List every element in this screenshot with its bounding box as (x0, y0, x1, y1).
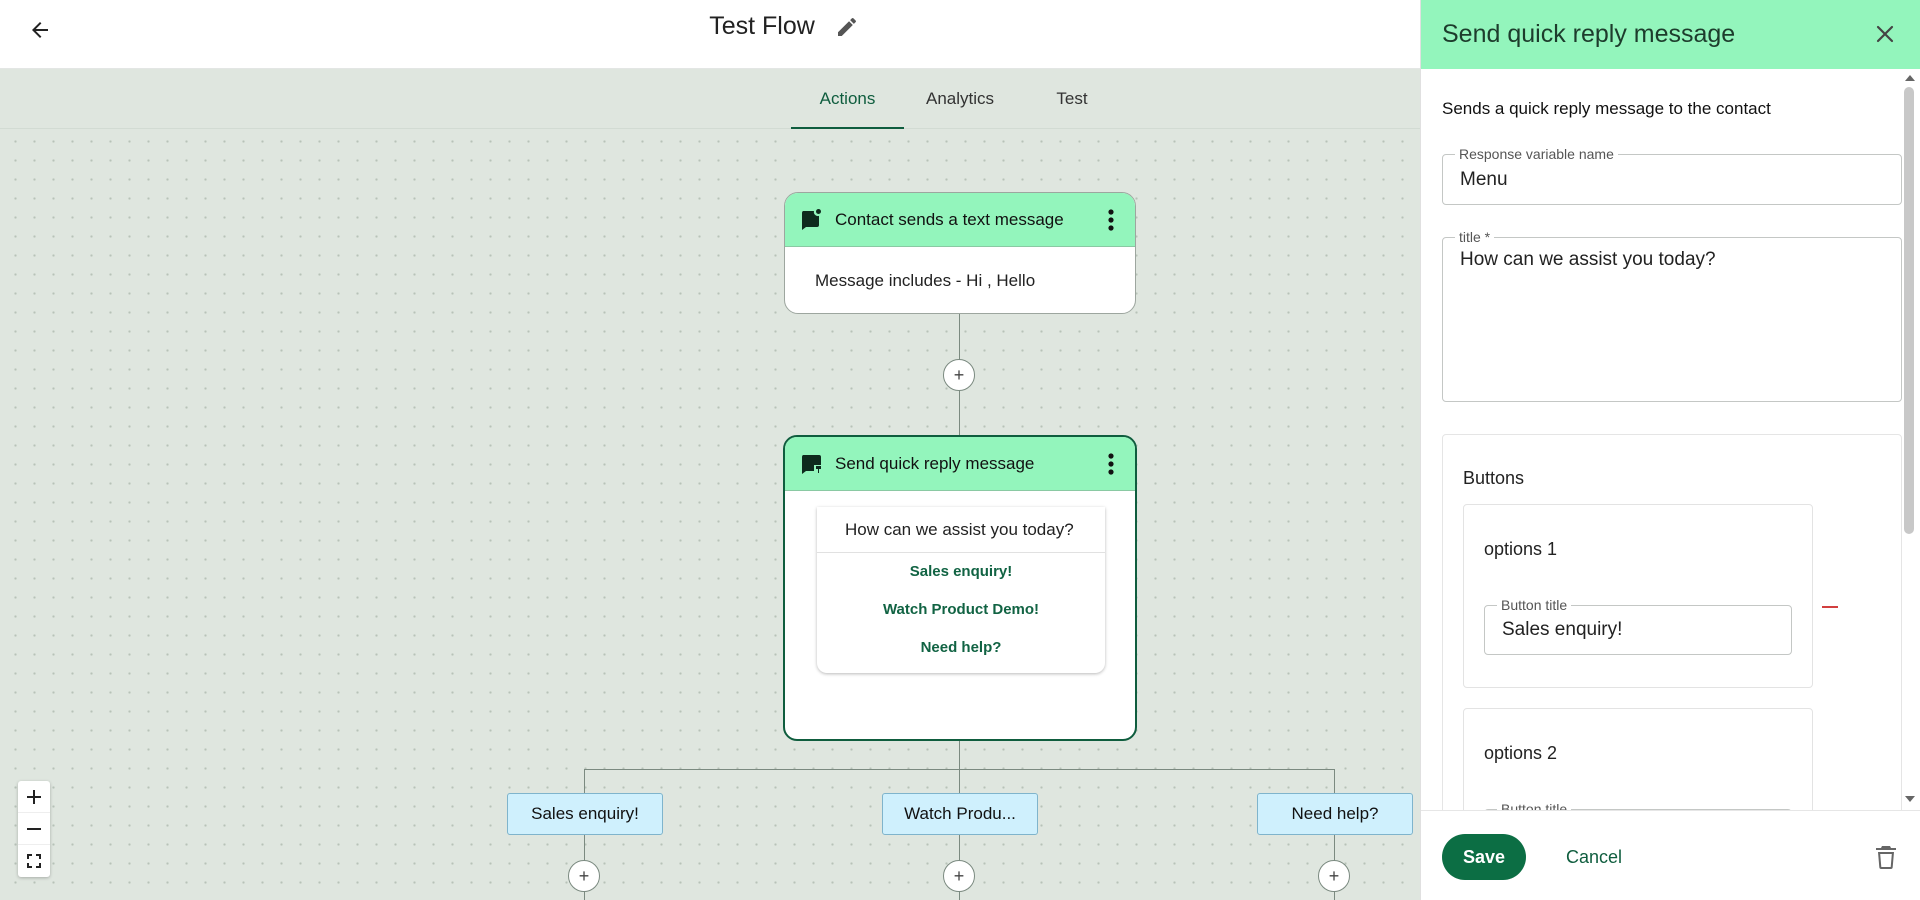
panel-scrollbar[interactable] (1898, 69, 1920, 810)
connector-line (959, 740, 960, 793)
connector-line (1334, 769, 1335, 793)
close-panel-button[interactable] (1871, 20, 1899, 48)
option-label: options 1 (1484, 539, 1557, 560)
minus-icon (1822, 606, 1838, 608)
buttons-heading: Buttons (1463, 468, 1524, 489)
fit-view-button[interactable] (18, 845, 50, 877)
pencil-icon (835, 15, 859, 39)
response-variable-input[interactable]: Menu (1443, 155, 1901, 205)
response-variable-field[interactable]: Response variable name Menu (1442, 154, 1902, 205)
connector-line (584, 769, 585, 793)
add-node-button[interactable]: + (943, 860, 975, 892)
trigger-node[interactable]: Contact sends a text message Message inc… (784, 192, 1136, 314)
save-button[interactable]: Save (1442, 834, 1526, 880)
zoom-controls (18, 781, 50, 877)
delete-node-button[interactable] (1871, 841, 1901, 873)
option-label: options 2 (1484, 743, 1557, 764)
branch-watch-product-demo[interactable]: Watch Produ... (882, 793, 1038, 835)
option-card: options 2 Button title (1463, 708, 1813, 810)
add-node-button[interactable]: + (568, 860, 600, 892)
flow-canvas[interactable]: Actions Analytics Test Contact sends a t… (0, 69, 1420, 900)
quick-reply-preview: How can we assist you today? Sales enqui… (817, 507, 1105, 673)
panel-footer: Save Cancel (1421, 810, 1920, 900)
trigger-node-title: Contact sends a text message (835, 210, 1101, 230)
quick-reply-message: How can we assist you today? (817, 507, 1105, 553)
zoom-out-button[interactable] (18, 813, 50, 845)
chat-bubble-icon (799, 207, 825, 233)
scroll-thumb[interactable] (1904, 87, 1914, 534)
panel-title: Send quick reply message (1442, 20, 1735, 49)
flow-title-group: Test Flow (0, 12, 1420, 41)
buttons-section: Buttons options 1 Button title Sales enq… (1442, 434, 1902, 810)
panel-content[interactable]: Sends a quick reply message to the conta… (1421, 69, 1920, 810)
scroll-up-arrow[interactable] (1905, 75, 1915, 81)
edit-title-button[interactable] (833, 13, 861, 41)
more-vert-icon[interactable] (1101, 207, 1121, 233)
quick-reply-node-title: Send quick reply message (835, 454, 1101, 474)
fullscreen-icon (27, 854, 41, 868)
close-icon (1876, 25, 1894, 43)
panel-header: Send quick reply message (1421, 0, 1920, 69)
tab-actions[interactable]: Actions (791, 69, 904, 129)
connector-line (584, 769, 1335, 770)
node-settings-panel: Send quick reply message Sends a quick r… (1420, 0, 1920, 900)
quick-reply-node[interactable]: Send quick reply message How can we assi… (783, 435, 1137, 741)
branch-sales-enquiry[interactable]: Sales enquiry! (507, 793, 663, 835)
add-node-button[interactable]: + (1318, 860, 1350, 892)
trigger-node-header: Contact sends a text message (785, 193, 1135, 247)
title-field[interactable]: title * How can we assist you today? (1442, 237, 1902, 402)
remove-option-button[interactable] (1816, 801, 1844, 810)
trash-icon (1876, 845, 1896, 869)
quick-reply-option: Watch Product Demo! (817, 591, 1105, 629)
scroll-down-arrow[interactable] (1905, 796, 1915, 802)
minus-icon (27, 822, 41, 836)
button-title-input[interactable]: Sales enquiry! (1485, 606, 1791, 654)
quick-reply-icon (799, 451, 825, 477)
field-label: Response variable name (1455, 146, 1618, 162)
add-node-button[interactable]: + (943, 359, 975, 391)
tab-bar: Actions Analytics Test (0, 69, 1420, 129)
plus-icon (27, 790, 41, 804)
field-label: title * (1455, 229, 1494, 245)
trigger-node-body: Message includes - Hi , Hello (785, 247, 1135, 314)
quick-reply-node-header: Send quick reply message (785, 437, 1135, 491)
title-textarea[interactable]: How can we assist you today? (1443, 238, 1901, 285)
tab-test[interactable]: Test (1042, 69, 1102, 129)
zoom-in-button[interactable] (18, 781, 50, 813)
quick-reply-option: Sales enquiry! (817, 553, 1105, 591)
more-vert-icon[interactable] (1101, 451, 1121, 477)
option-card: options 1 Button title Sales enquiry! (1463, 504, 1813, 688)
remove-option-button[interactable] (1816, 597, 1844, 617)
button-title-field[interactable]: Button title Sales enquiry! (1484, 605, 1792, 655)
panel-description: Sends a quick reply message to the conta… (1442, 99, 1771, 119)
quick-reply-option: Need help? (817, 629, 1105, 667)
top-bar: Test Flow (0, 0, 1420, 69)
branch-need-help[interactable]: Need help? (1257, 793, 1413, 835)
field-label: Button title (1497, 597, 1571, 613)
tab-analytics[interactable]: Analytics (912, 69, 1008, 129)
flow-title: Test Flow (709, 12, 815, 41)
field-label: Button title (1497, 801, 1571, 810)
cancel-button[interactable]: Cancel (1554, 834, 1634, 880)
